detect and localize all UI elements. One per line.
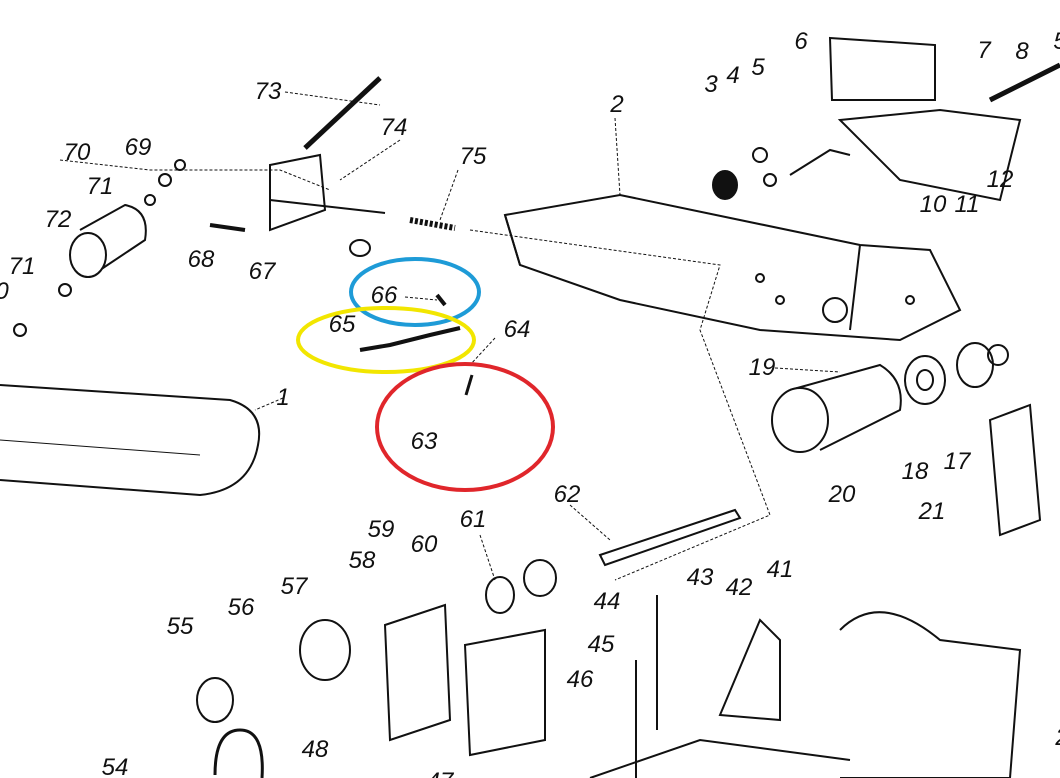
part-label: 63 bbox=[410, 428, 438, 455]
part-2-arm bbox=[503, 193, 962, 342]
part-label: 20 bbox=[828, 481, 856, 508]
part-label: 17 bbox=[943, 448, 971, 475]
part-label: 66 bbox=[370, 282, 398, 309]
part-label: 67 bbox=[248, 258, 276, 285]
part-66-pin bbox=[435, 293, 447, 307]
part-72-motor bbox=[69, 203, 147, 278]
part-label: 10 bbox=[919, 191, 947, 218]
part-8-guard bbox=[837, 108, 1022, 202]
part-20-roller bbox=[771, 363, 902, 453]
part-18-bearing bbox=[904, 355, 946, 405]
part-65-spring bbox=[359, 326, 461, 352]
part-label: 43 bbox=[686, 564, 714, 591]
part-label: 47 bbox=[427, 770, 454, 778]
part-label: 56 bbox=[227, 594, 255, 621]
part-label: 62 bbox=[553, 481, 581, 508]
part-label: 54 bbox=[101, 754, 129, 778]
part-label: 18 bbox=[901, 458, 929, 485]
part-label: 68 bbox=[187, 246, 215, 273]
highlight-circle-blue bbox=[349, 257, 481, 327]
part-label: 60 bbox=[410, 531, 438, 558]
part-label: 74 bbox=[380, 114, 408, 141]
part-label: 59 bbox=[367, 516, 395, 543]
part-label: 1 bbox=[276, 384, 290, 411]
part-label: 71 bbox=[8, 253, 36, 280]
part-label: 55 bbox=[166, 613, 194, 640]
part-1-belt bbox=[0, 384, 261, 497]
part-label: 41 bbox=[766, 556, 794, 583]
part-63-screw bbox=[464, 374, 474, 396]
part-label: 65 bbox=[328, 311, 356, 338]
part-label: 11 bbox=[954, 191, 980, 218]
part-label: 2 bbox=[1055, 726, 1060, 750]
part-label: 19 bbox=[748, 354, 776, 381]
part-58-block bbox=[383, 603, 452, 742]
part-label: 75 bbox=[459, 143, 487, 170]
part-label: 58 bbox=[348, 547, 376, 574]
part-label: 0 bbox=[0, 280, 9, 304]
part-label: 72 bbox=[44, 206, 72, 233]
part-21-plate bbox=[988, 403, 1042, 537]
part-label: 57 bbox=[280, 573, 308, 600]
highlight-circle-yellow bbox=[296, 306, 476, 374]
part-label: 12 bbox=[986, 166, 1014, 193]
part-label: 3 bbox=[704, 71, 718, 98]
part-label: 2 bbox=[610, 91, 624, 118]
part-label: 5 bbox=[1053, 30, 1060, 54]
part-label: 46 bbox=[566, 666, 594, 693]
part-label: 44 bbox=[593, 588, 621, 615]
part-label: 48 bbox=[301, 736, 329, 763]
highlight-circle-red bbox=[375, 362, 555, 492]
part-label: 71 bbox=[86, 173, 114, 200]
part-label: 69 bbox=[124, 134, 152, 161]
part-label: 4 bbox=[726, 62, 740, 89]
part-label: 45 bbox=[587, 631, 615, 658]
part-7-plate bbox=[828, 36, 936, 101]
part-label: 5 bbox=[751, 54, 765, 81]
part-label: 6 bbox=[794, 28, 808, 55]
part-label: 7 bbox=[977, 37, 991, 64]
part-label: 21 bbox=[918, 498, 946, 525]
part-label: 42 bbox=[725, 574, 753, 601]
part-label: 61 bbox=[459, 506, 487, 533]
part-17-hub bbox=[956, 342, 1009, 388]
part-46-block bbox=[463, 628, 546, 757]
part-label: 70 bbox=[63, 139, 91, 166]
part-label: 8 bbox=[1015, 38, 1029, 65]
part-62-shaft bbox=[598, 508, 742, 567]
part-label: 73 bbox=[254, 78, 282, 105]
part-label: 64 bbox=[503, 316, 531, 343]
